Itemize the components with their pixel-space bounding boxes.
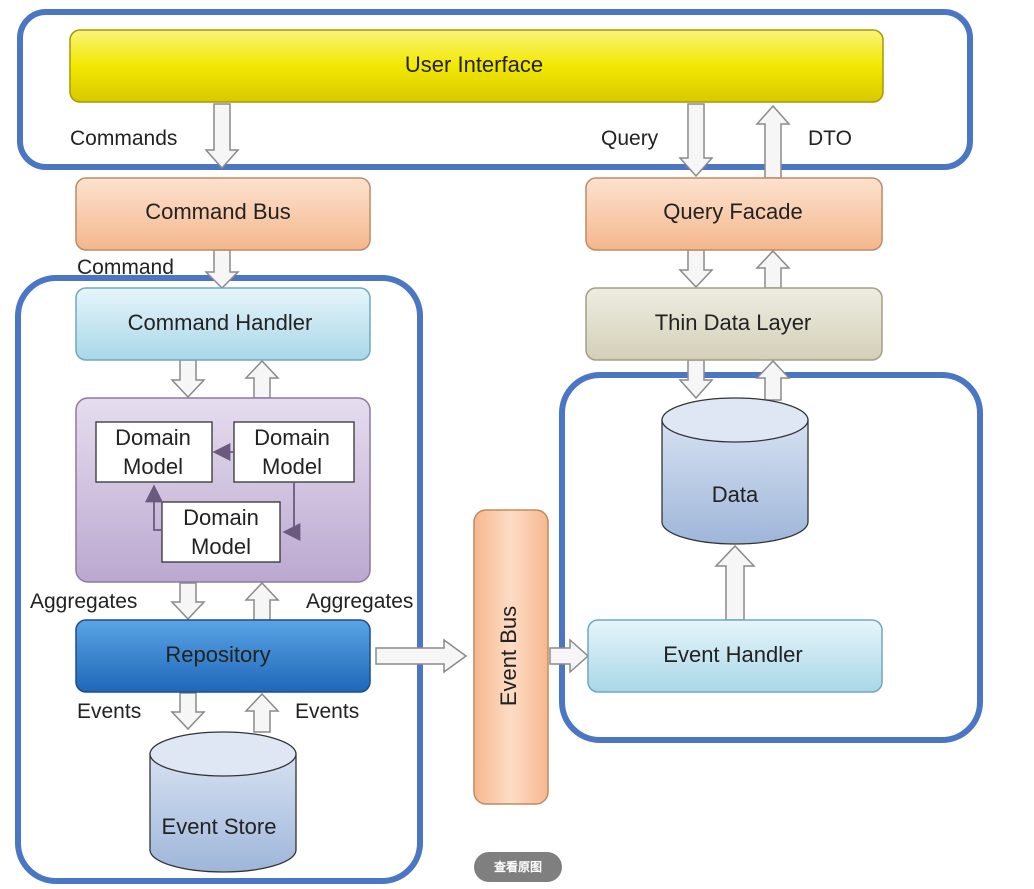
event-bus-label: Event Bus	[496, 606, 521, 706]
event-handler-box: Event Handler	[587, 619, 883, 693]
query-arrow-down	[678, 103, 714, 178]
domain-model-box-3: Domain Model	[161, 501, 281, 563]
dm2-to-dm3-connector	[282, 482, 301, 541]
view-original-button[interactable]: 查看原图	[474, 852, 562, 882]
dto-arrow-up	[755, 104, 791, 179]
data-cylinder: Data	[661, 397, 809, 545]
repository-to-event-bus-arrow	[375, 638, 468, 674]
events-arrow-up	[244, 692, 280, 733]
user-interface-box: User Interface	[69, 29, 884, 103]
command-label: Command	[77, 256, 174, 279]
event-bus-box: Event Bus	[473, 509, 549, 805]
query-label: Query	[601, 127, 659, 150]
aggregates-left-label: Aggregates	[30, 590, 137, 613]
thin-data-layer-box: Thin Data Layer	[585, 287, 883, 361]
events-right-label: Events	[295, 700, 359, 723]
facade-to-thin-arrow-down	[678, 249, 714, 289]
query-facade-label: Query Facade	[663, 199, 802, 224]
domain-model-3-line2: Model	[191, 534, 251, 559]
aggregates-arrow-up	[244, 581, 280, 621]
command-handler-label: Command Handler	[128, 310, 313, 335]
domain-model-1-line1: Domain	[115, 425, 191, 450]
domain-model-box-2: Domain Model	[233, 421, 355, 483]
data-label: Data	[712, 482, 759, 507]
command-bus-box: Command Bus	[75, 177, 371, 251]
repository-box: Repository	[75, 619, 371, 693]
domain-to-handler-arrow-up	[244, 359, 280, 399]
thin-to-data-arrow-down	[678, 359, 714, 400]
aggregates-arrow-down	[170, 582, 206, 621]
aggregates-right-label: Aggregates	[306, 590, 413, 613]
ui-group-outline	[17, 9, 973, 170]
data-to-thin-arrow-up	[755, 359, 791, 401]
command-arrow-down	[204, 249, 240, 290]
dto-label: DTO	[808, 127, 852, 150]
commands-label: Commands	[70, 127, 177, 150]
user-interface-label: User Interface	[405, 52, 543, 77]
thin-data-layer-label: Thin Data Layer	[655, 310, 812, 335]
event-store-cylinder: Event Store	[149, 731, 297, 873]
query-facade-box: Query Facade	[585, 177, 883, 251]
event-handler-to-data-arrow-up	[714, 544, 756, 621]
repository-label: Repository	[165, 642, 270, 667]
events-left-label: Events	[77, 700, 141, 723]
domain-model-1-line2: Model	[123, 454, 183, 479]
event-handler-label: Event Handler	[663, 642, 802, 667]
events-arrow-down	[170, 692, 206, 731]
command-handler-box: Command Handler	[75, 287, 371, 361]
commands-arrow-down	[204, 103, 240, 170]
thin-to-facade-arrow-up	[755, 249, 791, 289]
command-bus-label: Command Bus	[145, 199, 291, 224]
domain-model-box-1: Domain Model	[95, 421, 213, 483]
domain-model-3-line1: Domain	[183, 505, 259, 530]
domain-model-2-line1: Domain	[254, 425, 330, 450]
dm3-to-dm1-connector	[145, 484, 163, 531]
domain-model-2-line2: Model	[262, 454, 322, 479]
handler-to-domain-arrow-down	[170, 359, 206, 399]
event-bus-to-handler-arrow	[549, 638, 590, 674]
event-store-label: Event Store	[162, 814, 277, 839]
